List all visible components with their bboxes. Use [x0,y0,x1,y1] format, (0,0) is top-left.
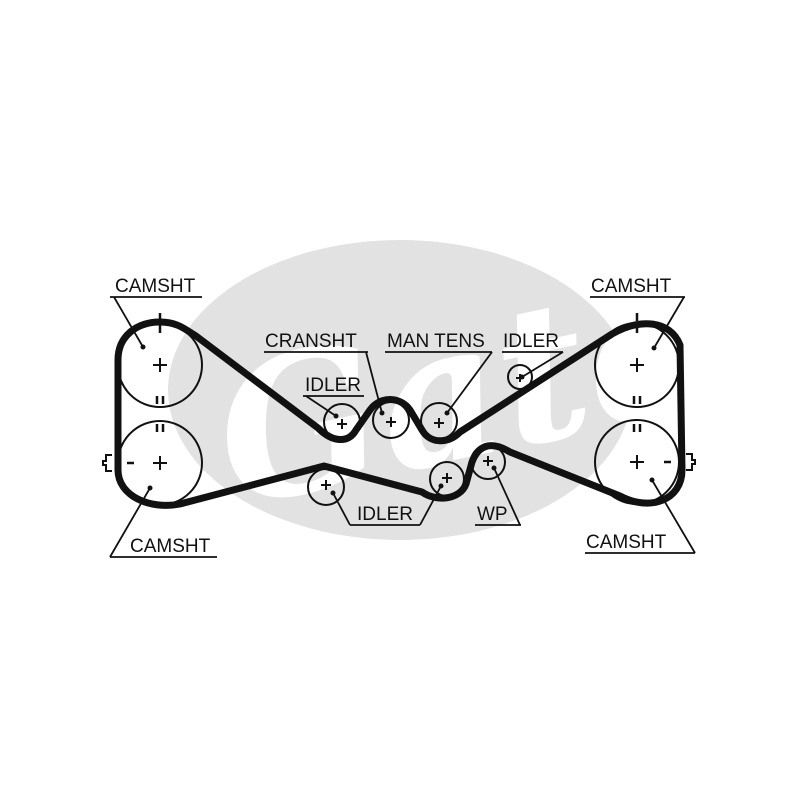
timing-marks [102,313,696,472]
leader-idler-lower [332,485,442,526]
label-idler-upper-right: IDLER [503,331,559,352]
leader-camshaft-bottom-left [109,487,217,558]
registered-mark: ® [647,440,657,455]
label-idler-upper-left: IDLER [305,375,361,396]
leader-idler-upper-right [502,351,564,378]
leader-manual-tensioner [385,351,493,414]
leader-water-pump [475,467,521,526]
timing-belt [114,318,686,509]
label-manual-tensioner: MAN TENS [387,331,485,352]
leader-camshaft-top-left [110,296,202,348]
label-camshaft-bottom-left: CAMSHT [130,536,211,557]
leader-camshaft-bottom-right [585,479,696,554]
label-camshaft-top-left: CAMSHT [115,276,196,297]
label-crankshaft: CRANSHT [265,331,357,352]
label-idler-lower: IDLER [357,504,413,525]
leader-idler-upper-left [303,395,364,417]
leader-lines [109,296,696,558]
gates-logo: Gates ® [168,208,800,551]
label-water-pump: WP [477,504,508,525]
leader-camshaft-top-right [590,296,685,349]
label-camshaft-top-right: CAMSHT [591,276,672,297]
registered-circle [641,436,663,458]
label-camshaft-bottom-right: CAMSHT [586,532,667,553]
leader-dots [140,344,657,496]
idler-upper-right-pulley [507,364,533,390]
leader-crankshaft [264,351,383,414]
logo-ellipse [168,240,632,540]
